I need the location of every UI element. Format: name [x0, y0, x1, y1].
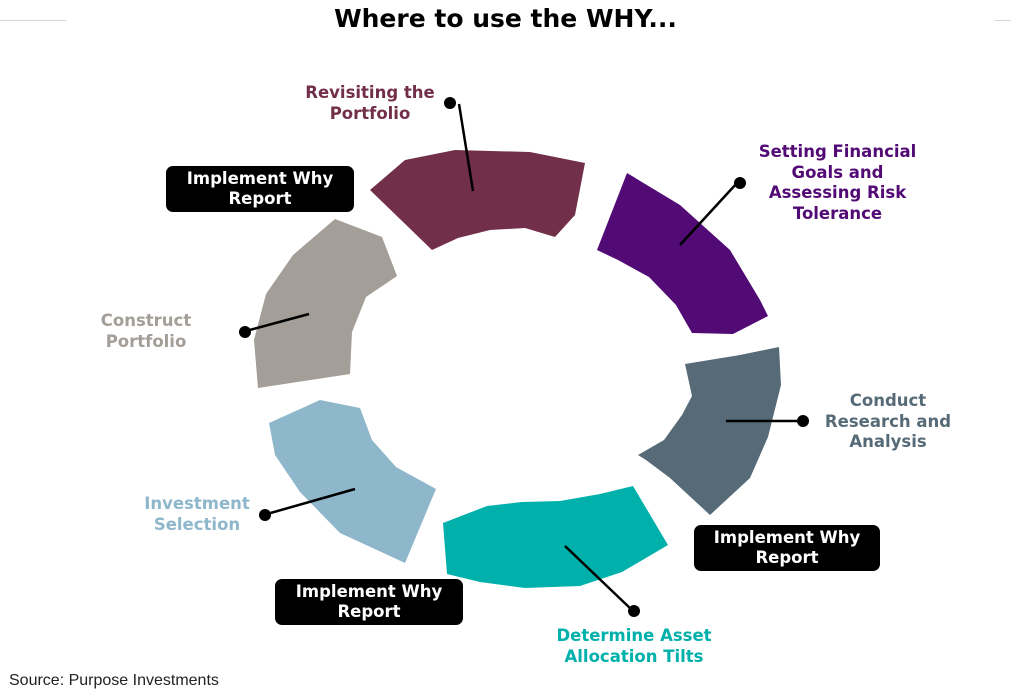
label-line: Portfolio	[105, 331, 187, 351]
connector-research	[726, 415, 809, 427]
label-determine-allocation: Determine Asset Allocation Tilts	[534, 626, 734, 667]
label-setting-goals: Setting Financial Goals and Assessing Ri…	[740, 142, 935, 224]
segment-determine-allocation	[443, 486, 668, 588]
label-line: Investment	[144, 494, 250, 513]
source-note: Source: Purpose Investments	[9, 672, 219, 689]
label-line: Portfolio	[329, 103, 411, 123]
label-line: Goals and	[791, 162, 884, 182]
label-line: Analysis	[849, 432, 927, 451]
pill-line: Implement Why	[295, 582, 443, 601]
label-line: Tolerance	[792, 203, 883, 223]
label-line: Allocation Tilts	[564, 646, 704, 666]
segment-revisiting-portfolio	[370, 150, 585, 250]
header-rule-right	[994, 20, 1011, 21]
pill-line: Report	[228, 189, 292, 208]
diagram-title: Where to use the WHY...	[334, 4, 677, 33]
pill-line: Implement Why	[713, 528, 861, 547]
label-conduct-research: Conduct Research and Analysis	[808, 391, 968, 453]
segment-construct-portfolio	[254, 219, 397, 388]
label-line: Revisiting the	[305, 83, 435, 102]
pill-line: Report	[337, 602, 401, 621]
implement-why-report-pill: Implement Why Report	[166, 166, 354, 212]
implement-why-report-pill: Implement Why Report	[694, 525, 880, 571]
segment-setting-goals	[597, 173, 768, 334]
connector-investment-selection	[259, 487, 356, 521]
label-line: Determine Asset	[556, 626, 712, 645]
label-investment-selection: Investment Selection	[122, 494, 272, 535]
label-line: Construct	[100, 311, 192, 330]
connector-revisiting	[444, 97, 475, 192]
label-line: Selection	[153, 514, 241, 534]
label-line: Research and	[824, 411, 952, 431]
label-revisiting-portfolio: Revisiting the Portfolio	[290, 83, 450, 124]
segment-conduct-research	[638, 347, 781, 515]
label-line: Conduct	[849, 391, 927, 410]
connector-allocation	[564, 545, 640, 617]
label-line: Setting Financial	[758, 142, 917, 161]
connector-construct	[239, 312, 310, 338]
header-rule-left	[0, 20, 66, 21]
pill-line: Report	[755, 548, 819, 567]
label-construct-portfolio: Construct Portfolio	[76, 311, 216, 352]
label-line: Assessing Risk	[768, 183, 907, 202]
segment-investment-selection	[269, 400, 436, 563]
connector-setting-goals	[679, 177, 746, 246]
pill-line: Implement Why	[186, 169, 334, 188]
implement-why-report-pill: Implement Why Report	[275, 579, 463, 625]
